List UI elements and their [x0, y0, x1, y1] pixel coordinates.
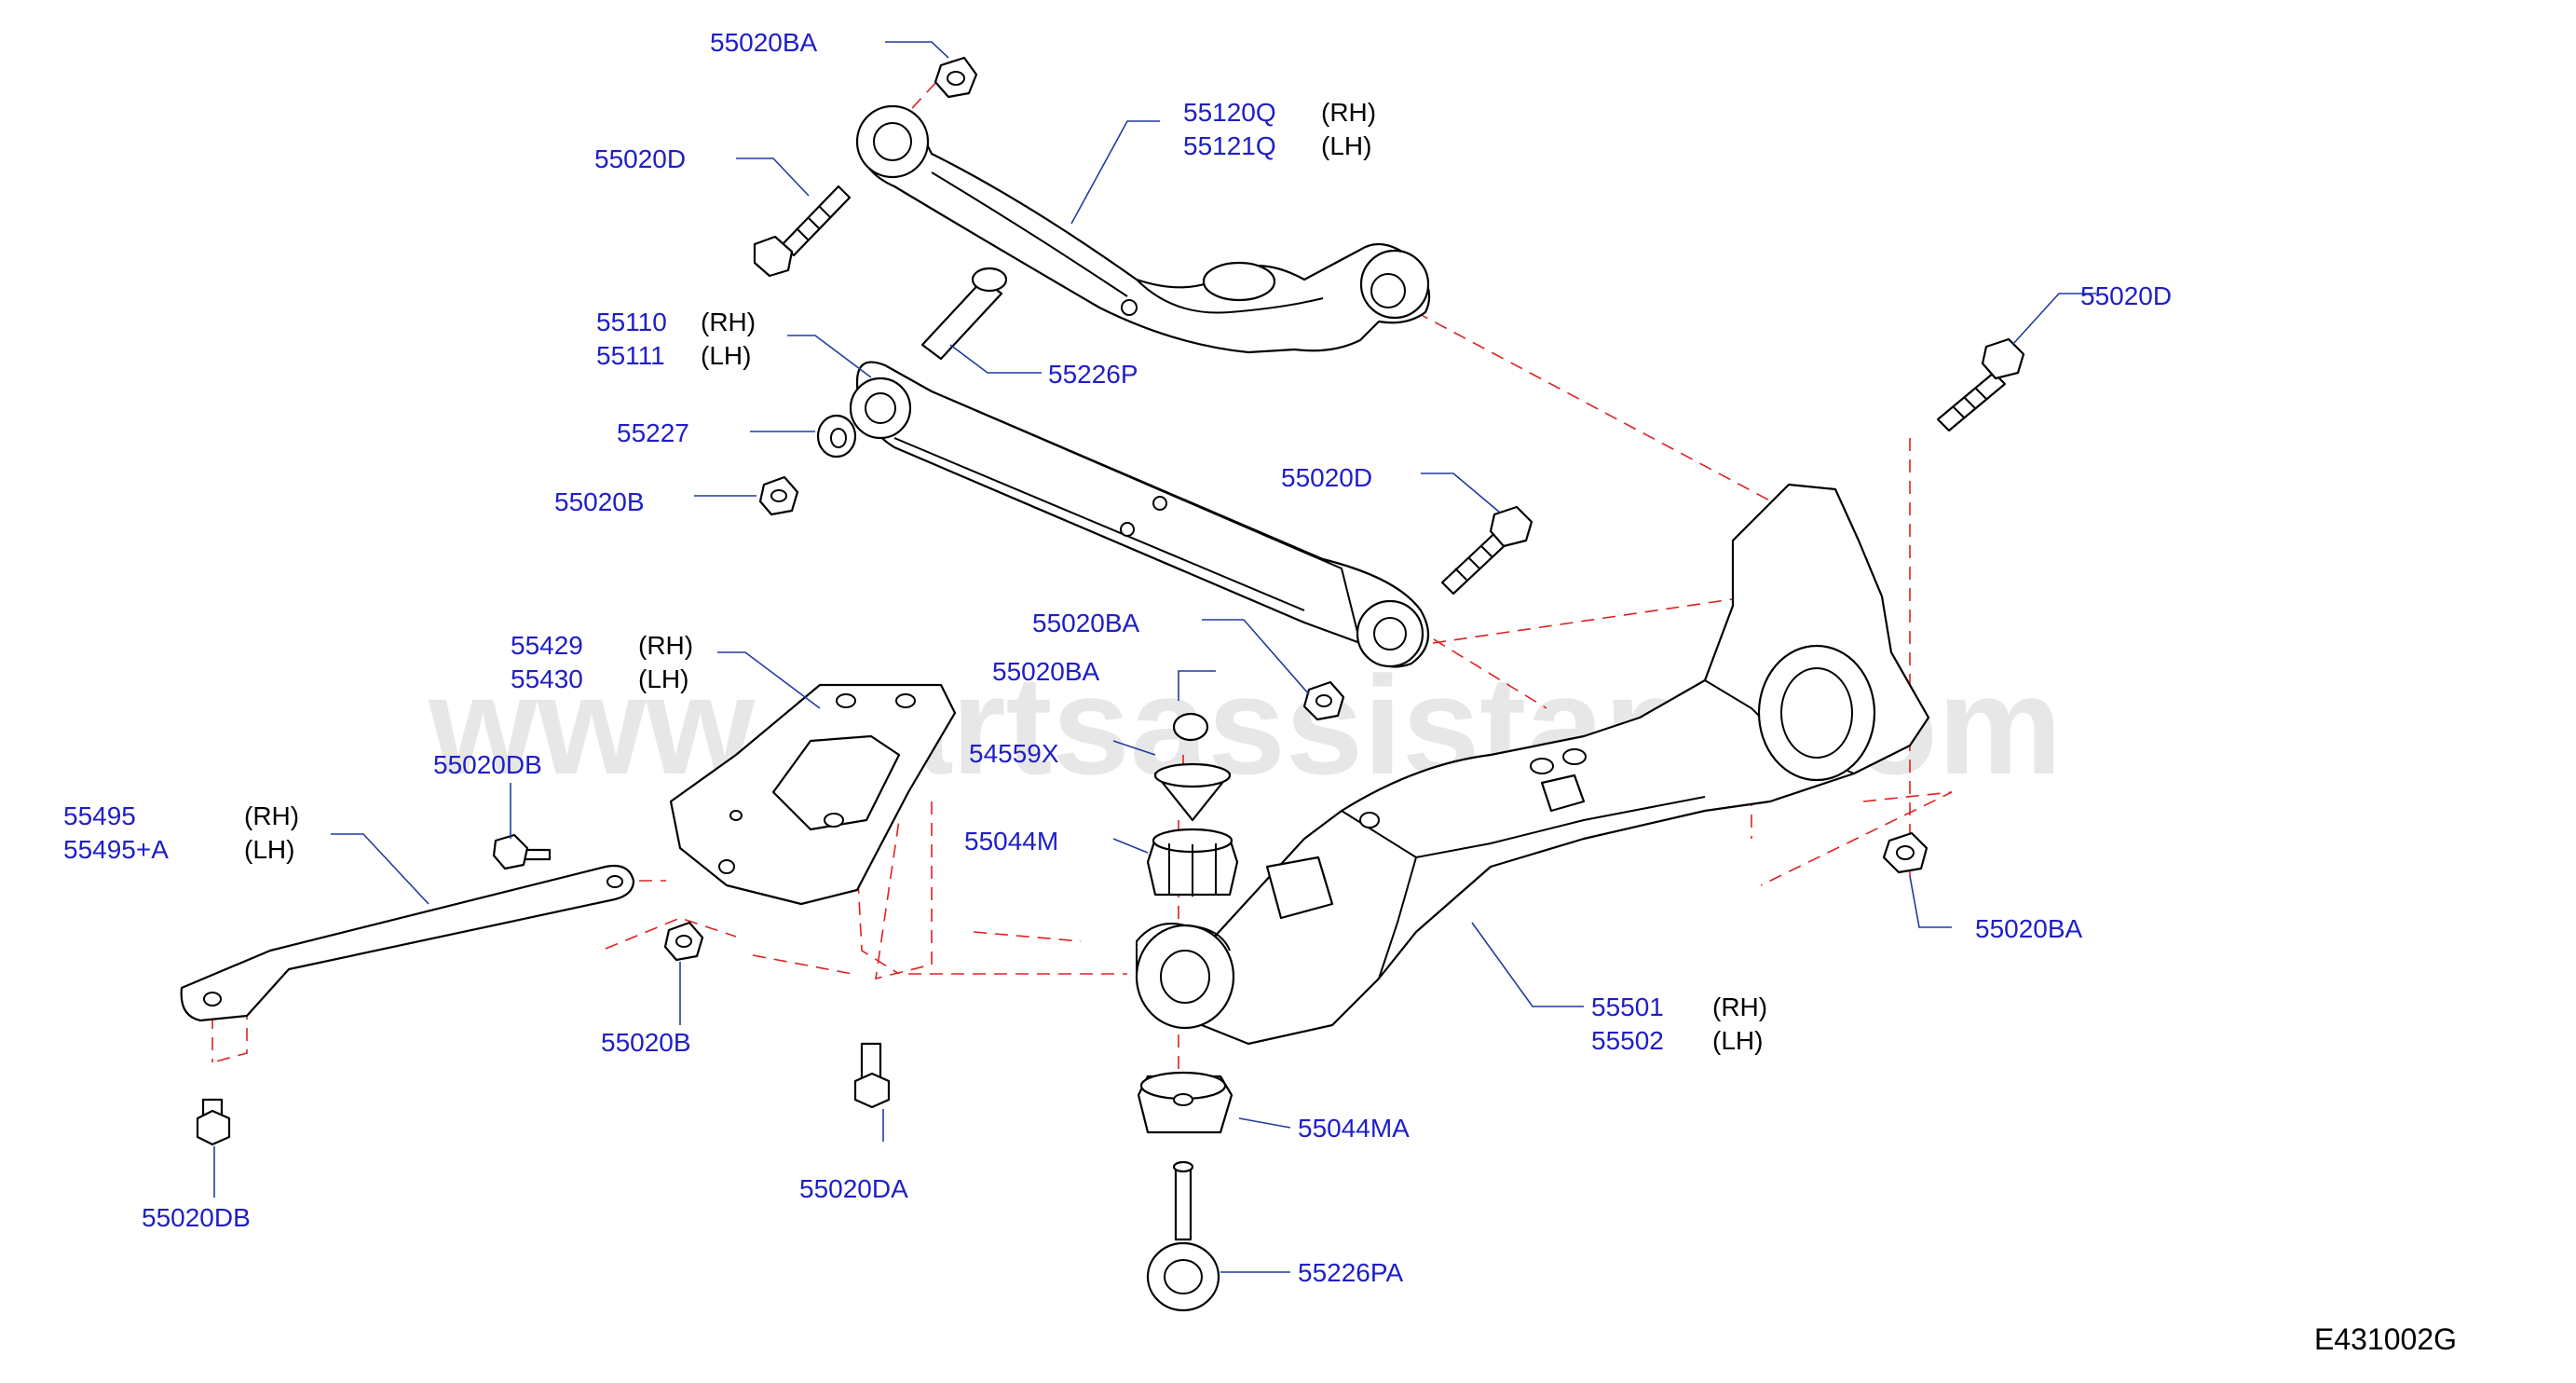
upper-link [855, 104, 1431, 354]
bolt-stay [196, 1098, 231, 1146]
label-nut-top: 55020BA [710, 28, 818, 57]
label-stay-rh: 55495 [63, 801, 136, 830]
label-bushing-lower: 55044MA [1298, 1114, 1410, 1143]
label-nut-lower-left: 55020B [554, 487, 645, 516]
washer [816, 414, 857, 459]
nut-top [934, 56, 978, 99]
label-upper-link-rh: 55120Q [1183, 98, 1276, 127]
bolt-upper-right [1936, 337, 2025, 432]
nut-right [1882, 831, 1929, 874]
side-member-rh: (RH) [1712, 993, 1767, 1021]
stay [180, 864, 635, 1022]
label-bolt-upper-right: 55020D [2080, 281, 2172, 310]
label-bracket-lh: 55430 [511, 664, 583, 693]
label-bolt-bracket-lower: 55020DA [799, 1174, 908, 1203]
cam-bolt [920, 267, 1008, 361]
label-member-rh: 55501 [1591, 993, 1664, 1021]
alignment-lines [211, 66, 1953, 1090]
bolt-bracket [492, 833, 552, 870]
label-bracket-rh: 55429 [511, 631, 583, 660]
label-washer: 55227 [617, 418, 689, 447]
side-stay-lh: (LH) [244, 835, 294, 864]
label-upper-link-lh: 55121Q [1183, 131, 1276, 160]
label-mount-bolt: 55226PA [1298, 1258, 1403, 1287]
side-bracket-rh: (RH) [638, 631, 693, 660]
side-bracket-lh: (LH) [638, 664, 688, 693]
label-cam-bolt: 55226P [1048, 360, 1138, 389]
nut-mid [1302, 680, 1345, 721]
label-bolt-stay: 55020DB [142, 1203, 251, 1232]
label-stay-lh: 55495+A [63, 835, 169, 864]
bushing-upper [1146, 828, 1239, 897]
side-upper-link-lh: (LH) [1321, 131, 1371, 160]
side-stay-rh: (RH) [244, 801, 299, 830]
callout-labels: 55020BA 55120Q (RH) 55121Q (LH) 55020D 5… [63, 28, 2457, 1356]
side-member-lh: (LH) [1712, 1026, 1763, 1055]
side-upper-link-rh: (RH) [1321, 98, 1376, 127]
leader-lines [213, 41, 2096, 1273]
retainer [1153, 712, 1232, 822]
label-nut-center: 55020B [601, 1028, 691, 1057]
diagram-code: E431002G [2314, 1322, 2457, 1356]
nut-center [663, 921, 704, 962]
label-nut-mid: 55020BA [1032, 609, 1140, 637]
label-bushing-upper-nut: 55020BA [992, 657, 1100, 686]
side-lower-link-lh: (LH) [701, 341, 751, 370]
label-nut-right: 55020BA [1975, 914, 2083, 943]
label-bolt-mid: 55020D [1281, 463, 1372, 492]
bolt-mid [1440, 505, 1533, 596]
mount-bolt [1146, 1160, 1220, 1312]
label-bolt-bracket: 55020DB [433, 750, 542, 779]
nut-lower-left [758, 475, 799, 516]
side-lower-link-rh: (RH) [701, 308, 756, 336]
bushing-lower [1137, 1071, 1233, 1134]
bolt-bracket-lower [853, 1042, 891, 1109]
bolt-upper-left [753, 185, 852, 278]
label-bolt-upper-left: 55020D [594, 144, 686, 173]
label-lower-link-rh: 55110 [596, 308, 667, 336]
bracket [669, 683, 957, 906]
label-bushing-upper: 55044M [964, 827, 1058, 856]
label-lower-link-lh: 55111 [596, 341, 665, 370]
suspension-member [1135, 483, 1930, 1046]
label-member-lh: 55502 [1591, 1026, 1664, 1055]
lower-link [849, 361, 1430, 668]
label-retainer: 54559X [969, 739, 1059, 768]
